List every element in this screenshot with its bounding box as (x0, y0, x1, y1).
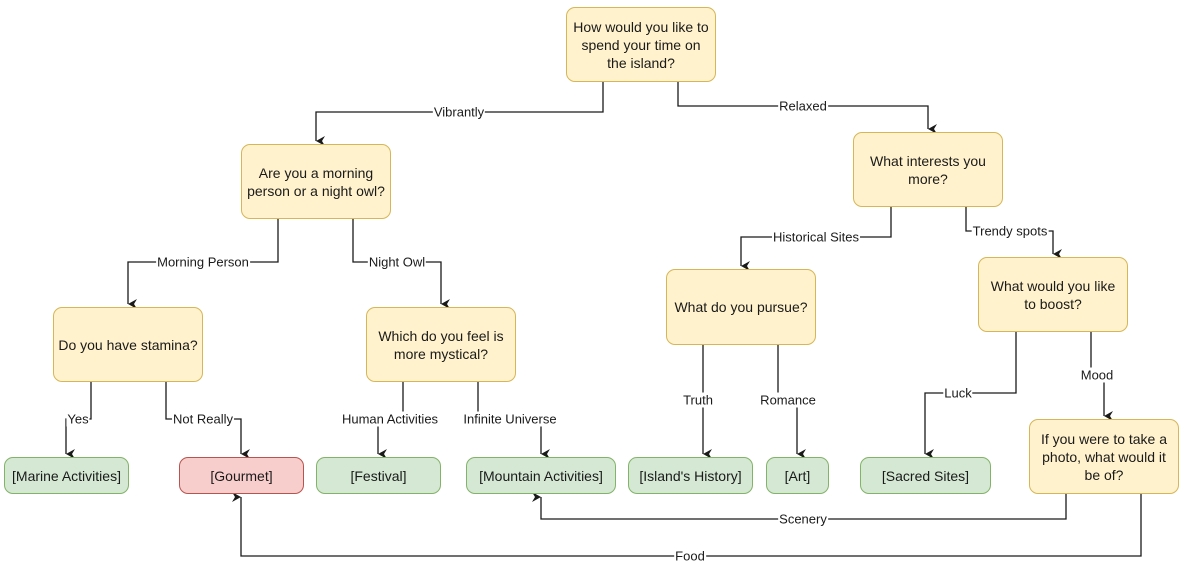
result-node-islands-history[interactable]: [Island's History] (628, 457, 753, 494)
result-node-art[interactable]: [Art] (766, 457, 829, 494)
edge-label-trendy-spots: Trendy spots (971, 223, 1049, 239)
result-node-marine-activities[interactable]: [Marine Activities] (4, 457, 129, 494)
edge-label-not-really: Not Really (172, 411, 234, 427)
edge-label-truth: Truth (682, 392, 714, 408)
edge-label-night-owl: Night Owl (367, 254, 427, 270)
edge-label-relaxed: Relaxed (778, 98, 828, 114)
question-node-root[interactable]: How would you like to spend your time on… (566, 7, 716, 82)
result-node-mountain-activities[interactable]: [Mountain Activities] (466, 457, 616, 494)
edge-label-vibrantly: Vibrantly (432, 104, 486, 120)
question-node-photo[interactable]: If you were to take a photo, what would … (1029, 419, 1179, 494)
edge-label-infinite-universe: Infinite Universe (462, 411, 558, 427)
edge-label-romance: Romance (759, 392, 817, 408)
question-node-boost[interactable]: What would you like to boost? (978, 257, 1128, 332)
edge-label-luck: Luck (943, 385, 973, 401)
result-node-festival[interactable]: [Festival] (316, 457, 441, 494)
edge-label-mood: Mood (1079, 367, 1115, 383)
edge-label-human-activities: Human Activities (340, 411, 440, 427)
edge-label-yes: Yes (66, 411, 90, 427)
edge-label-historical-sites: Historical Sites (772, 229, 860, 245)
result-node-gourmet[interactable]: [Gourmet] (179, 457, 304, 494)
edge-label-morning-person: Morning Person (156, 254, 250, 270)
edge-label-scenery: Scenery (778, 511, 828, 527)
result-node-sacred-sites[interactable]: [Sacred Sites] (860, 457, 991, 494)
question-node-stamina[interactable]: Do you have stamina? (53, 307, 203, 382)
edge-label-food: Food (674, 548, 706, 564)
edge-photo-gourmet (232, 492, 1142, 557)
question-node-pursue[interactable]: What do you pursue? (666, 269, 816, 345)
question-node-mystical[interactable]: Which do you feel is more mystical? (366, 307, 516, 382)
question-node-morning-night[interactable]: Are you a morning person or a night owl? (241, 144, 391, 219)
question-node-interests[interactable]: What interests you more? (853, 132, 1003, 207)
